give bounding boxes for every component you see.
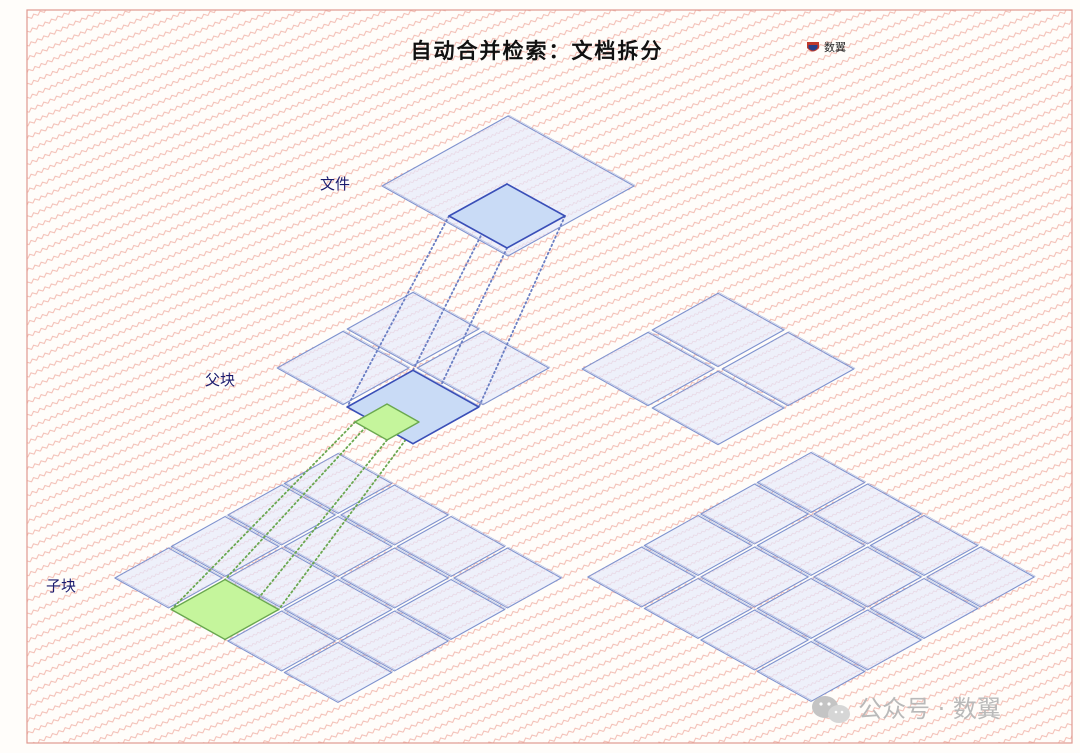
child-block-tile-hatch	[227, 548, 336, 608]
child-block-tile-sketch	[285, 452, 394, 513]
child-block-right-tile-sketch	[758, 451, 867, 512]
child-block-tile-sketch	[398, 515, 507, 576]
child-block-right-tile-hatch	[644, 578, 752, 639]
parent-block-right-tile-sketch	[653, 370, 786, 445]
level-label-document: 文件	[320, 175, 350, 193]
parent-block-right-tile-hatch	[722, 332, 854, 406]
selected-document-region	[448, 183, 566, 249]
child-block-right-tile-sketch	[758, 577, 867, 638]
child-block-right-tile-hatch	[644, 515, 752, 576]
child-block-right-tile-hatch	[757, 641, 865, 702]
diagram-title: 自动合并检索：文档拆分	[411, 38, 664, 63]
parent-block-right-tile-sketch	[583, 331, 716, 406]
child-block-tile-sketch	[454, 546, 563, 608]
child-block-right-tile-sketch	[645, 577, 754, 638]
parent-block-tile-sketch	[418, 330, 551, 405]
child-block-tile-hatch	[227, 611, 336, 671]
selected-parent-subregion	[354, 403, 420, 441]
child-block-right-tile-hatch	[757, 515, 865, 576]
parent-block-tile-sketch	[278, 330, 411, 405]
child-block-right-tile-sketch	[814, 482, 923, 544]
parent-block-tile-sketch	[348, 291, 481, 366]
child-block-right-tile-hatch	[757, 578, 865, 639]
child-block-right-tile-hatch	[700, 610, 809, 670]
child-block-tile-sketch	[341, 609, 450, 671]
child-block-tile-hatch	[284, 579, 392, 640]
child-block-right-tile-hatch	[757, 452, 865, 513]
child-block-right-tile-hatch	[813, 610, 922, 670]
parent-block-right-tile-hatch	[652, 293, 784, 367]
child-block-tile-sketch	[398, 578, 507, 639]
parent-block-right-tile-sketch	[653, 292, 786, 367]
parent-to-child-link	[170, 421, 356, 611]
parent-block-right-tile-hatch	[582, 332, 714, 406]
selected-parent-block	[346, 369, 480, 445]
child-block-right-tile-hatch	[926, 547, 1035, 607]
child-block-tile-hatch	[114, 548, 223, 608]
child-block-tile-sketch	[285, 641, 394, 702]
child-block-tile-sketch	[228, 609, 337, 671]
child-block-right-tile-hatch	[870, 578, 978, 639]
child-block-tile-hatch	[284, 516, 392, 577]
level-label-parent: 父块	[205, 371, 235, 389]
child-block-right-tile-sketch	[814, 608, 923, 670]
document-tile-sketch	[382, 114, 636, 256]
child-block-tile-sketch	[228, 483, 337, 545]
child-block-right-tile-hatch	[587, 547, 696, 607]
child-block-tile-sketch	[341, 483, 450, 545]
child-block-right-tile-sketch	[588, 545, 697, 607]
child-block-tile-sketch	[115, 546, 224, 608]
child-block-right-tile-sketch	[871, 577, 980, 638]
child-block-tile-hatch	[397, 579, 505, 640]
child-block-right-tile-sketch	[701, 482, 810, 544]
child-block-right-tile-sketch	[927, 545, 1036, 607]
child-block-right-tile-sketch	[871, 514, 980, 575]
child-block-right-tile-sketch	[814, 545, 923, 607]
child-block-right-tile-hatch	[870, 515, 978, 576]
child-block-right-tile-hatch	[700, 547, 809, 607]
highlight-layer	[170, 183, 566, 641]
child-block-right-tile-sketch	[701, 545, 810, 607]
parent-block-tile-hatch	[277, 331, 409, 405]
document-to-parent-link	[477, 215, 566, 408]
child-block-right-tile-sketch	[645, 514, 754, 575]
document-to-parent-link	[346, 215, 450, 408]
selected-child-block	[170, 578, 280, 641]
parent-to-child-link	[224, 439, 388, 641]
child-block-tile-sketch	[228, 546, 337, 608]
child-block-right-tile-sketch	[701, 608, 810, 670]
wechat-icon	[812, 696, 850, 723]
child-block-tile-hatch	[227, 485, 336, 545]
child-block-tile-hatch	[397, 516, 505, 577]
child-block-tile-sketch	[285, 515, 394, 576]
child-block-tile-hatch	[284, 642, 392, 703]
parent-block-right-tile-sketch	[723, 331, 856, 406]
child-block-tile-sketch	[341, 546, 450, 608]
child-block-right-tile-hatch	[700, 484, 809, 544]
child-block-tile-sketch	[172, 515, 281, 576]
level-label-child: 子块	[46, 577, 76, 595]
document-to-parent-link	[412, 183, 508, 372]
child-block-right-tile-hatch	[813, 484, 922, 544]
parent-to-child-link	[277, 421, 420, 611]
child-block-right-tile-sketch	[758, 640, 867, 701]
child-block-tile-sketch	[285, 578, 394, 639]
child-block-tile-hatch	[453, 548, 562, 608]
child-block-right-tile-sketch	[758, 514, 867, 575]
child-block-tile-hatch	[340, 548, 449, 608]
child-block-right-tile-hatch	[813, 547, 922, 607]
child-block-tile-hatch	[340, 611, 449, 671]
logo-badge-icon	[807, 42, 819, 52]
parent-to-child-link	[224, 403, 388, 581]
brand-name: 数翼	[824, 41, 846, 54]
watermark-text: 公众号 · 数翼	[858, 695, 1001, 723]
parent-block-tile-hatch	[347, 292, 479, 366]
parent-block-tile-hatch	[417, 331, 549, 405]
child-block-tile-hatch	[171, 516, 279, 577]
parent-block-right-tile-hatch	[652, 371, 784, 445]
